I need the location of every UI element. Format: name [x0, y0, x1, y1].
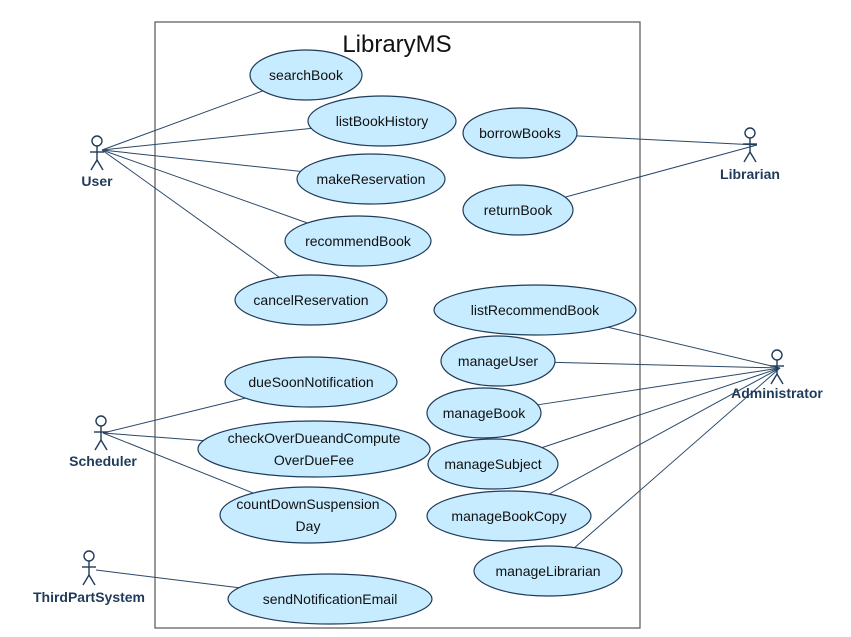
use-case-label: recommendBook	[305, 233, 412, 249]
association-administrator-manageLibrarian	[574, 367, 781, 549]
use-case-makeReservation[interactable]: makeReservation	[296, 153, 446, 205]
association-librarian-returnBook	[565, 144, 758, 198]
thirdpartsystem-actor[interactable]: ThirdPartSystem	[33, 550, 145, 605]
use-case-label: listRecommendBook	[471, 302, 600, 318]
use-case-label: manageBook	[443, 405, 527, 421]
use-case-ellipse[interactable]	[284, 215, 432, 267]
use-case-listRecommendBook[interactable]: listRecommendBook	[433, 284, 637, 336]
use-case-ellipse[interactable]	[227, 573, 433, 625]
use-case-ellipse[interactable]	[440, 335, 556, 387]
association-user-listBookHistory	[101, 127, 312, 151]
use-case-label: dueSoonNotification	[248, 374, 373, 390]
actor-label: Librarian	[720, 166, 780, 182]
user-actor[interactable]: User	[81, 135, 113, 189]
librarian-actor[interactable]: Librarian	[720, 127, 780, 182]
association-administrator-manageBookCopy	[548, 367, 781, 495]
association-administrator-manageSubject	[541, 367, 781, 449]
use-case-ellipse[interactable]	[219, 486, 397, 544]
scheduler-actor[interactable]: Scheduler	[69, 415, 137, 469]
use-case-cancelReservation[interactable]: cancelReservation	[234, 274, 388, 326]
use-case-searchBook[interactable]: searchBook	[249, 49, 363, 101]
stick-figure-icon	[770, 349, 784, 385]
use-case-sendNotificationEmail[interactable]: sendNotificationEmail	[227, 573, 433, 625]
use-case-label: manageBookCopy	[451, 508, 566, 524]
use-case-ellipse[interactable]	[249, 49, 363, 101]
association-user-recommendBook	[101, 149, 308, 224]
actors: User LibrarianAdministratorSchedulerThird…	[33, 127, 823, 605]
use-case-ellipse[interactable]	[426, 490, 592, 542]
use-case-manageBook[interactable]: manageBook	[426, 387, 542, 439]
use-case-manageLibrarian[interactable]: manageLibrarian	[473, 545, 623, 597]
use-case-label: OverDueFee	[274, 452, 354, 468]
use-case-dueSoonNotification[interactable]: dueSoonNotification	[224, 356, 398, 408]
use-case-ellipse[interactable]	[307, 95, 457, 147]
use-case-label: checkOverDueandCompute	[228, 430, 401, 446]
use-case-ellipse[interactable]	[433, 284, 637, 336]
association-user-searchBook	[101, 90, 263, 151]
stick-figure-icon	[94, 415, 108, 451]
use-case-label: Day	[296, 518, 321, 534]
use-case-listBookHistory[interactable]: listBookHistory	[307, 95, 457, 147]
associations	[95, 90, 781, 589]
use-case-label: searchBook	[269, 67, 344, 83]
administrator-actor[interactable]: Administrator	[731, 349, 823, 401]
use-case-ellipse[interactable]	[427, 438, 559, 490]
use-case-manageUser[interactable]: manageUser	[440, 335, 556, 387]
use-case-label: manageUser	[458, 353, 538, 369]
association-administrator-listRecommendBook	[607, 326, 781, 369]
association-user-cancelReservation	[101, 149, 280, 278]
use-case-recommendBook[interactable]: recommendBook	[284, 215, 432, 267]
use-case-label: countDownSuspension	[236, 496, 379, 512]
association-thirdparty-sendNotificationEmail	[95, 569, 240, 589]
use-case-ellipse[interactable]	[197, 420, 431, 478]
association-scheduler-countDownSuspension	[102, 432, 254, 494]
use-case-manageBookCopy[interactable]: manageBookCopy	[426, 490, 592, 542]
use-case-ellipse[interactable]	[462, 184, 574, 236]
use-case-label: cancelReservation	[253, 292, 368, 308]
use-case-ellipse[interactable]	[462, 107, 578, 159]
use-case-ellipse[interactable]	[296, 153, 446, 205]
use-case-ellipse[interactable]	[473, 545, 623, 597]
association-scheduler-checkOverDue	[102, 432, 204, 442]
use-case-label: returnBook	[484, 202, 553, 218]
system-title: LibraryMS	[342, 31, 451, 58]
actor-label: Scheduler	[69, 453, 137, 469]
association-librarian-borrowBooks	[576, 135, 758, 146]
actor-label: ThirdPartSystem	[33, 589, 145, 605]
association-user-makeReservation	[101, 149, 301, 172]
use-case-ellipse[interactable]	[426, 387, 542, 439]
use-case-manageSubject[interactable]: manageSubject	[427, 438, 559, 490]
use-case-label: manageLibrarian	[495, 563, 600, 579]
use-case-borrowBooks[interactable]: borrowBooks	[462, 107, 578, 159]
stick-figure-icon	[743, 127, 757, 163]
use-case-label: makeReservation	[317, 171, 426, 187]
use-cases: searchBook listBookHistory makeReservation…	[197, 49, 637, 625]
use-case-ellipse[interactable]	[234, 274, 388, 326]
association-administrator-manageUser	[554, 361, 781, 369]
use-case-ellipse[interactable]	[224, 356, 398, 408]
use-case-returnBook[interactable]: returnBook	[462, 184, 574, 236]
use-case-label: borrowBooks	[479, 125, 561, 141]
use-case-label: manageSubject	[444, 456, 541, 472]
actor-label: User	[81, 173, 113, 189]
stick-figure-icon	[82, 550, 96, 586]
stick-figure-icon	[90, 135, 104, 171]
actor-label: Administrator	[731, 385, 823, 401]
use-case-label: listBookHistory	[336, 113, 429, 129]
association-scheduler-dueSoonNotification	[102, 397, 246, 434]
association-administrator-manageBook	[537, 367, 781, 406]
use-case-label: sendNotificationEmail	[263, 591, 398, 607]
